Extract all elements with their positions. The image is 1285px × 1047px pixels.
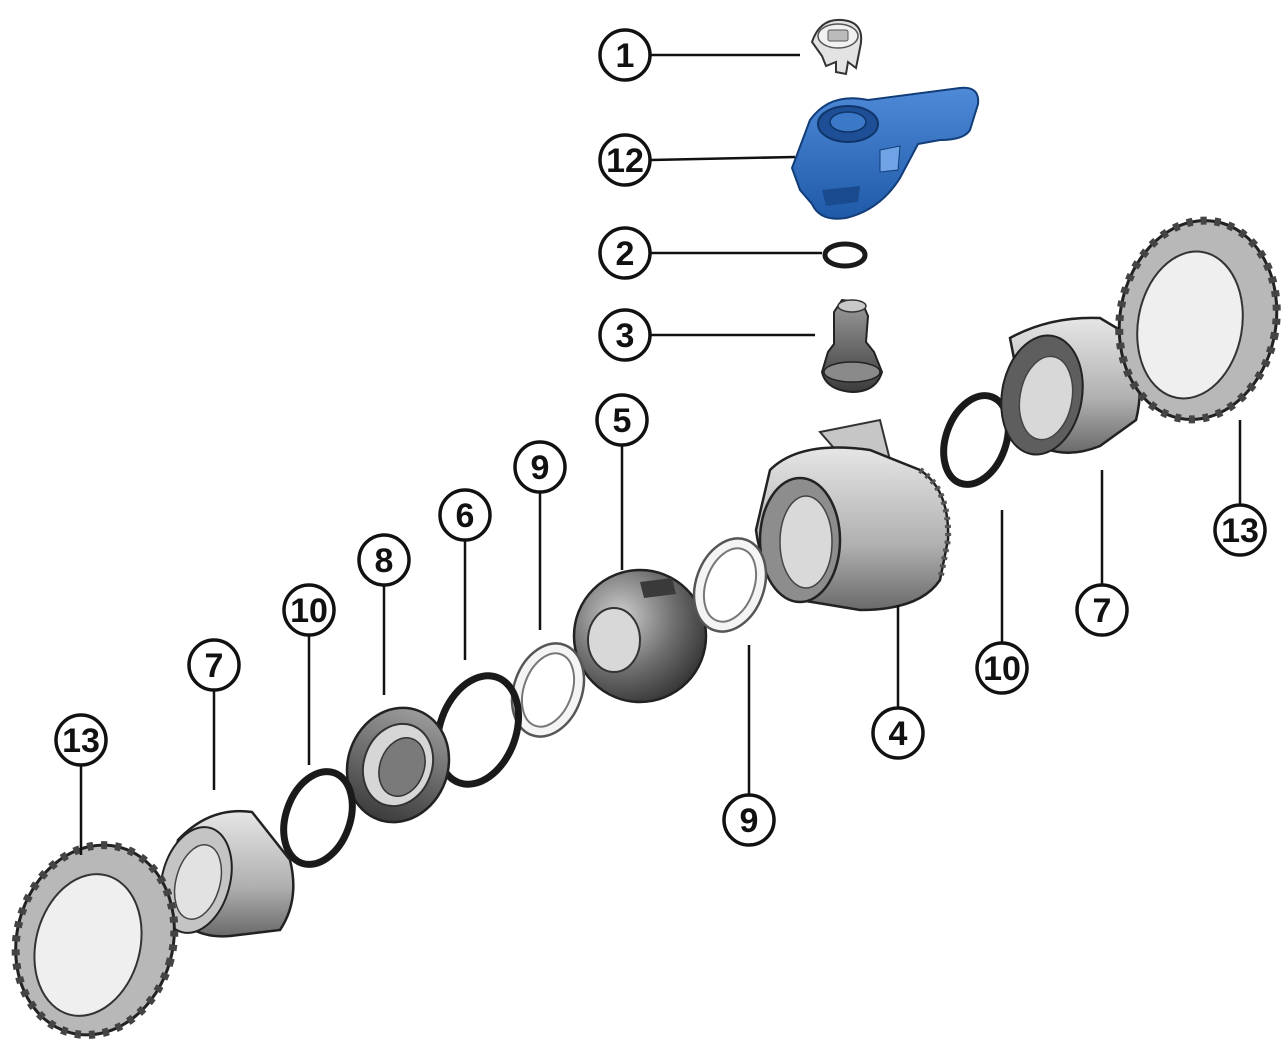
svg-text:10: 10 — [983, 650, 1021, 688]
svg-text:13: 13 — [62, 722, 100, 760]
svg-text:1: 1 — [616, 37, 635, 75]
callout-10-right: 10 — [975, 641, 1029, 695]
callout-4: 4 — [871, 706, 925, 760]
o-ring-10-left-part — [280, 768, 356, 868]
o-ring-6-part — [433, 672, 523, 788]
leader-12 — [650, 155, 796, 162]
ball-part — [572, 568, 708, 704]
svg-text:4: 4 — [889, 715, 908, 753]
callouts: 1 12 2 3 5 9 6 8 — [54, 28, 1267, 847]
carrier-part — [345, 706, 451, 824]
svg-text:12: 12 — [606, 142, 644, 180]
callout-12: 12 — [598, 133, 652, 187]
end-connector-left-part — [159, 809, 295, 938]
end-connector-right-part — [1000, 316, 1142, 456]
callout-2: 2 — [598, 226, 652, 280]
svg-text:9: 9 — [740, 802, 759, 840]
svg-text:3: 3 — [616, 317, 635, 355]
callout-7-right: 7 — [1075, 583, 1129, 637]
svg-text:6: 6 — [456, 497, 475, 535]
union-nut-right-part — [1115, 216, 1281, 424]
svg-text:7: 7 — [1093, 592, 1112, 630]
svg-text:7: 7 — [205, 647, 224, 685]
valve-body-part — [754, 418, 952, 612]
svg-text:10: 10 — [290, 592, 328, 630]
callout-7-left: 7 — [187, 638, 241, 692]
leader-lines — [79, 53, 1242, 855]
callout-9-left: 9 — [513, 440, 567, 494]
callout-10-left: 10 — [282, 583, 336, 637]
seat-ring-left-part — [510, 642, 586, 738]
callout-13-right: 13 — [1213, 503, 1267, 557]
o-ring-10-right-part — [940, 392, 1012, 488]
svg-text:5: 5 — [613, 402, 632, 440]
seat-ring-right-part — [692, 537, 768, 633]
cap-part — [810, 18, 863, 76]
callout-5: 5 — [595, 393, 649, 447]
stem-part — [820, 298, 884, 394]
svg-text:9: 9 — [531, 449, 550, 487]
callout-8: 8 — [357, 533, 411, 587]
callout-13-left: 13 — [54, 713, 108, 767]
callout-9-right: 9 — [722, 793, 776, 847]
callout-1: 1 — [598, 28, 652, 82]
svg-text:13: 13 — [1221, 512, 1259, 550]
stem-o-ring-part — [822, 241, 868, 269]
svg-text:8: 8 — [375, 542, 394, 580]
callout-3: 3 — [598, 308, 652, 362]
svg-text:2: 2 — [616, 235, 635, 273]
union-nut-left-part — [11, 841, 179, 1039]
callout-6: 6 — [438, 488, 492, 542]
handle-part — [790, 86, 980, 220]
